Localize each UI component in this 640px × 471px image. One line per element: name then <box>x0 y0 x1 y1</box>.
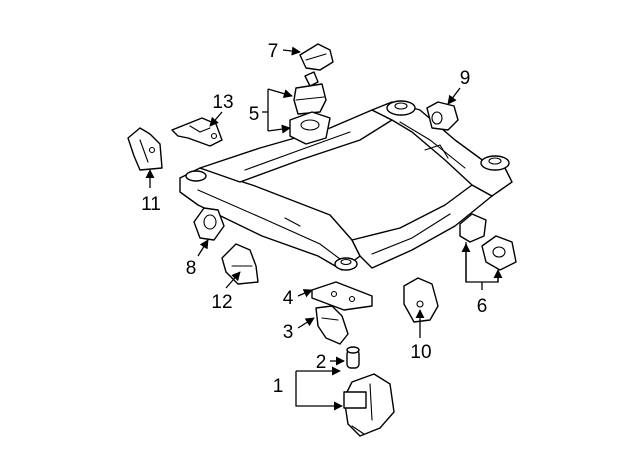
callout-12: 12 <box>211 292 232 313</box>
part-7-mount-cap <box>299 43 334 71</box>
part-8-mount <box>193 207 225 241</box>
callout-13: 13 <box>212 92 233 113</box>
callout-8: 8 <box>186 258 197 279</box>
part-4-strap <box>311 281 373 311</box>
callout-6: 6 <box>477 296 488 317</box>
callout-5: 5 <box>249 104 260 125</box>
callout-4: 4 <box>283 288 294 309</box>
part-9-mount <box>426 101 459 131</box>
part-13-bracket <box>171 117 223 147</box>
part-6-mount-pieces <box>459 213 517 271</box>
callout-3: 3 <box>283 322 294 343</box>
leader-lines <box>145 46 503 411</box>
part-2-pin <box>346 346 360 369</box>
part-3-bracket <box>315 305 349 345</box>
callout-7: 7 <box>268 41 279 62</box>
part-12-mount <box>221 243 259 285</box>
part-1-mount <box>343 373 395 437</box>
part-5-mount-assembly <box>289 71 331 145</box>
callout-2: 2 <box>316 352 327 373</box>
part-11-bracket <box>127 127 163 171</box>
callout-9: 9 <box>460 68 471 89</box>
callout-11: 11 <box>141 194 161 215</box>
engine-cradle-subframe <box>179 100 513 271</box>
part-10-bracket <box>403 277 439 323</box>
callout-labels: 1 2 3 4 5 6 7 8 9 10 11 12 13 <box>141 41 487 397</box>
callout-1: 1 <box>273 376 284 397</box>
callout-10: 10 <box>410 342 431 363</box>
